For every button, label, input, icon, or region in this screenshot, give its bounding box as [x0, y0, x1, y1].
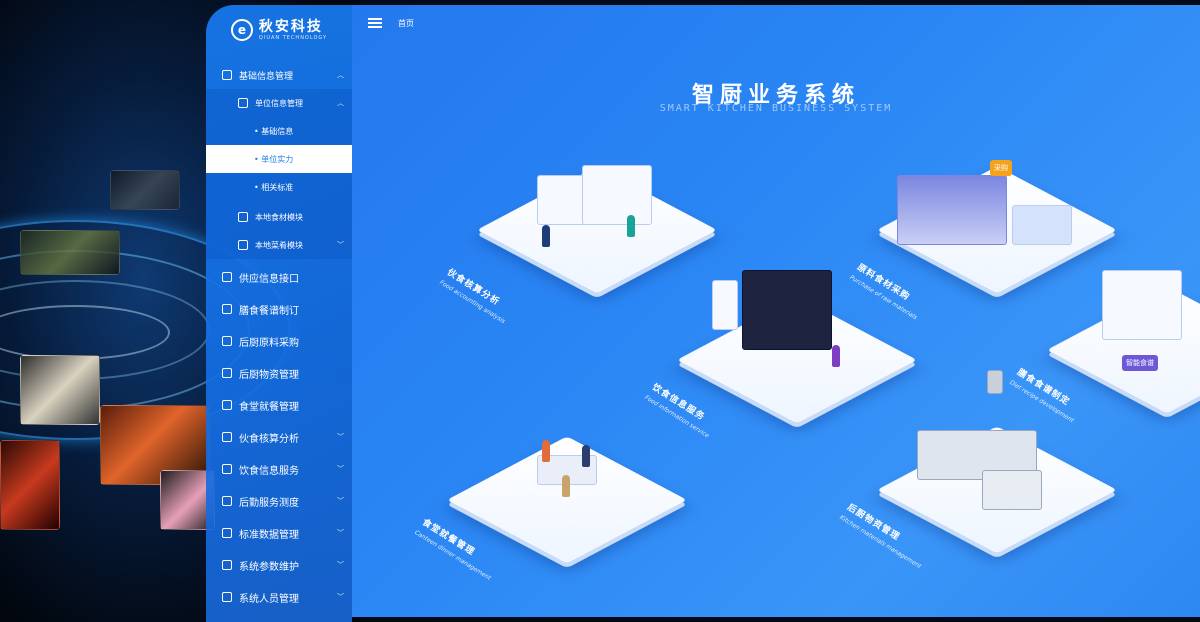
image-icon	[222, 560, 232, 570]
person-illustration	[562, 475, 570, 497]
module-purchase[interactable]: 采购 原料食材采购 Purchase of raw materials	[848, 155, 1122, 325]
brand-subtitle: QIUAN TECHNOLOGY	[258, 34, 328, 41]
chevron-down-icon: ﹀	[337, 465, 344, 473]
sidebar-item-label: 基础信息管理	[239, 71, 294, 82]
sidebar-item-unit-info[interactable]: 单位信息管理 ︿	[206, 89, 352, 117]
id-card-icon	[238, 98, 248, 108]
square-check-icon	[222, 70, 232, 80]
sidebar-item-system-params[interactable]: 系统参数维护 ﹀	[206, 549, 352, 581]
sidebar-item-label: 后厨物资管理	[239, 369, 299, 381]
food-photo	[20, 355, 100, 425]
sidebar-item-label: 饮食信息服务	[239, 465, 299, 477]
hood-illustration	[987, 370, 1003, 394]
edit-icon	[222, 496, 232, 506]
chevron-down-icon: ﹀	[337, 241, 344, 249]
chevron-down-icon: ﹀	[337, 593, 344, 601]
edit-icon	[222, 592, 232, 602]
chevron-down-icon: ﹀	[337, 529, 344, 537]
sidebar-item-label: 后勤服务测度	[239, 497, 299, 509]
phone-illustration	[712, 280, 738, 330]
sidebar-item-standard-data[interactable]: 标准数据管理 ﹀	[206, 517, 352, 549]
brand-logo: e 秋安科技 QIUAN TECHNOLOGY	[206, 5, 352, 55]
book-icon	[238, 212, 248, 222]
sidebar-item-label: • 基础信息	[254, 126, 294, 136]
sidebar-item-label: 后厨原料采购	[239, 337, 299, 349]
sidebar-item-label: 系统参数维护	[239, 561, 299, 573]
food-photo	[160, 470, 215, 530]
module-diet-recipe[interactable]: 智能食谱 膳食食谱制定 Diet recipe development	[1008, 265, 1200, 435]
sidebar-item-label: 食堂就餐管理	[239, 401, 299, 413]
screen-illustration	[742, 270, 832, 350]
recipe-badge: 智能食谱	[1122, 355, 1158, 371]
sidebar-item-label: 膳食餐谱制订	[239, 305, 299, 317]
sidebar-item-label: 伙食核算分析	[239, 433, 299, 445]
sidebar-item-unit-strength[interactable]: • 单位实力	[206, 145, 352, 173]
person-illustration	[832, 345, 840, 367]
sidebar-item-local-dishes[interactable]: 本地菜肴模块 ﹀	[206, 231, 352, 259]
chevron-up-icon: ︿	[337, 71, 344, 79]
sidebar-item-logistics[interactable]: 后勤服务测度 ﹀	[206, 485, 352, 517]
page-subtitle: SMART KITCHEN BUSINESS SYSTEM	[659, 103, 893, 114]
sidebar-item-label: 标准数据管理	[239, 529, 299, 541]
checkbox-icon	[222, 432, 232, 442]
chevron-down-icon: ﹀	[337, 497, 344, 505]
chart-panel-illustration	[582, 165, 652, 225]
sidebar-item-label: 供应信息接口	[239, 273, 299, 285]
sidebar-item-canteen[interactable]: 食堂就餐管理	[206, 389, 352, 421]
module-food-info[interactable]: 饮食信息服务 Food information service	[643, 270, 922, 445]
person-illustration	[627, 215, 635, 237]
sidebar-item-basic-info[interactable]: 基础信息管理 ︿	[206, 61, 352, 89]
cube-icon	[222, 400, 232, 410]
list-icon	[222, 272, 232, 282]
main-content: 首页 智厨业务系统 SMART KITCHEN BUSINESS SYSTEM …	[352, 5, 1200, 617]
person-illustration	[542, 225, 550, 247]
truck-illustration	[1012, 205, 1072, 245]
purchase-badge: 采购	[990, 160, 1012, 176]
sidebar-item-local-ingredients[interactable]: 本地食材模块	[206, 203, 352, 231]
sidebar-item-label: 本地食材模块	[255, 212, 303, 222]
sidebar-item-diet-recipe[interactable]: 膳食餐谱制订	[206, 293, 352, 325]
crop-icon	[222, 304, 232, 314]
chevron-down-icon: ﹀	[337, 433, 344, 441]
submenu-panel	[206, 89, 352, 259]
chevron-down-icon: ﹀	[337, 561, 344, 569]
sidebar-item-system-users[interactable]: 系统人员管理 ﹀	[206, 581, 352, 613]
list-icon	[238, 240, 248, 250]
food-photo	[0, 440, 60, 530]
sidebar: e 秋安科技 QIUAN TECHNOLOGY 基础信息管理 ︿ 单位信息管理 …	[206, 5, 352, 622]
sidebar-item-label: 单位信息管理	[255, 98, 303, 108]
sidebar-item-standards[interactable]: • 相关标准	[206, 173, 352, 201]
module-canteen[interactable]: 食堂就餐管理 Canteen dinner management	[413, 405, 692, 595]
menu-toggle-icon[interactable]	[368, 18, 382, 28]
sidebar-item-label: • 单位实力	[254, 154, 294, 164]
person-illustration	[542, 440, 550, 462]
sidebar-item-purchase[interactable]: 后厨原料采购	[206, 325, 352, 357]
sidebar-item-label: • 相关标准	[254, 182, 294, 192]
person-illustration	[582, 445, 590, 467]
cart-icon	[222, 464, 232, 474]
chevron-up-icon: ︿	[337, 99, 344, 107]
sidebar-item-basic-detail[interactable]: • 基础信息	[206, 117, 352, 145]
edit-icon	[222, 528, 232, 538]
brand-name: 秋安科技	[258, 18, 323, 35]
module-food-accounting[interactable]: 伙食核算分析 Food accounting analysis	[438, 155, 722, 325]
sidebar-item-materials[interactable]: 后厨物资管理	[206, 357, 352, 389]
food-photo	[20, 230, 120, 275]
sidebar-item-accounting[interactable]: 伙食核算分析 ﹀	[206, 421, 352, 453]
edit-icon	[222, 336, 232, 346]
counter-illustration	[982, 470, 1042, 510]
sidebar-item-label: 本地菜肴模块	[255, 240, 303, 250]
breadcrumb[interactable]: 首页	[398, 18, 414, 28]
sidebar-item-label: 系统人员管理	[239, 593, 299, 605]
sidebar-item-supply-interface[interactable]: 供应信息接口	[206, 261, 352, 293]
food-photo	[110, 170, 180, 210]
top-bar: 首页	[352, 5, 1200, 41]
recipe-board-illustration	[1102, 270, 1182, 340]
warehouse-illustration	[897, 175, 1007, 245]
sidebar-item-food-info[interactable]: 饮食信息服务 ﹀	[206, 453, 352, 485]
page-title: 智厨业务系统	[691, 83, 860, 108]
gear-icon	[222, 368, 232, 378]
module-kitchen-materials[interactable]: 后厨物资管理 Kitchen materials management	[838, 370, 1122, 585]
logo-icon: e	[230, 19, 253, 41]
